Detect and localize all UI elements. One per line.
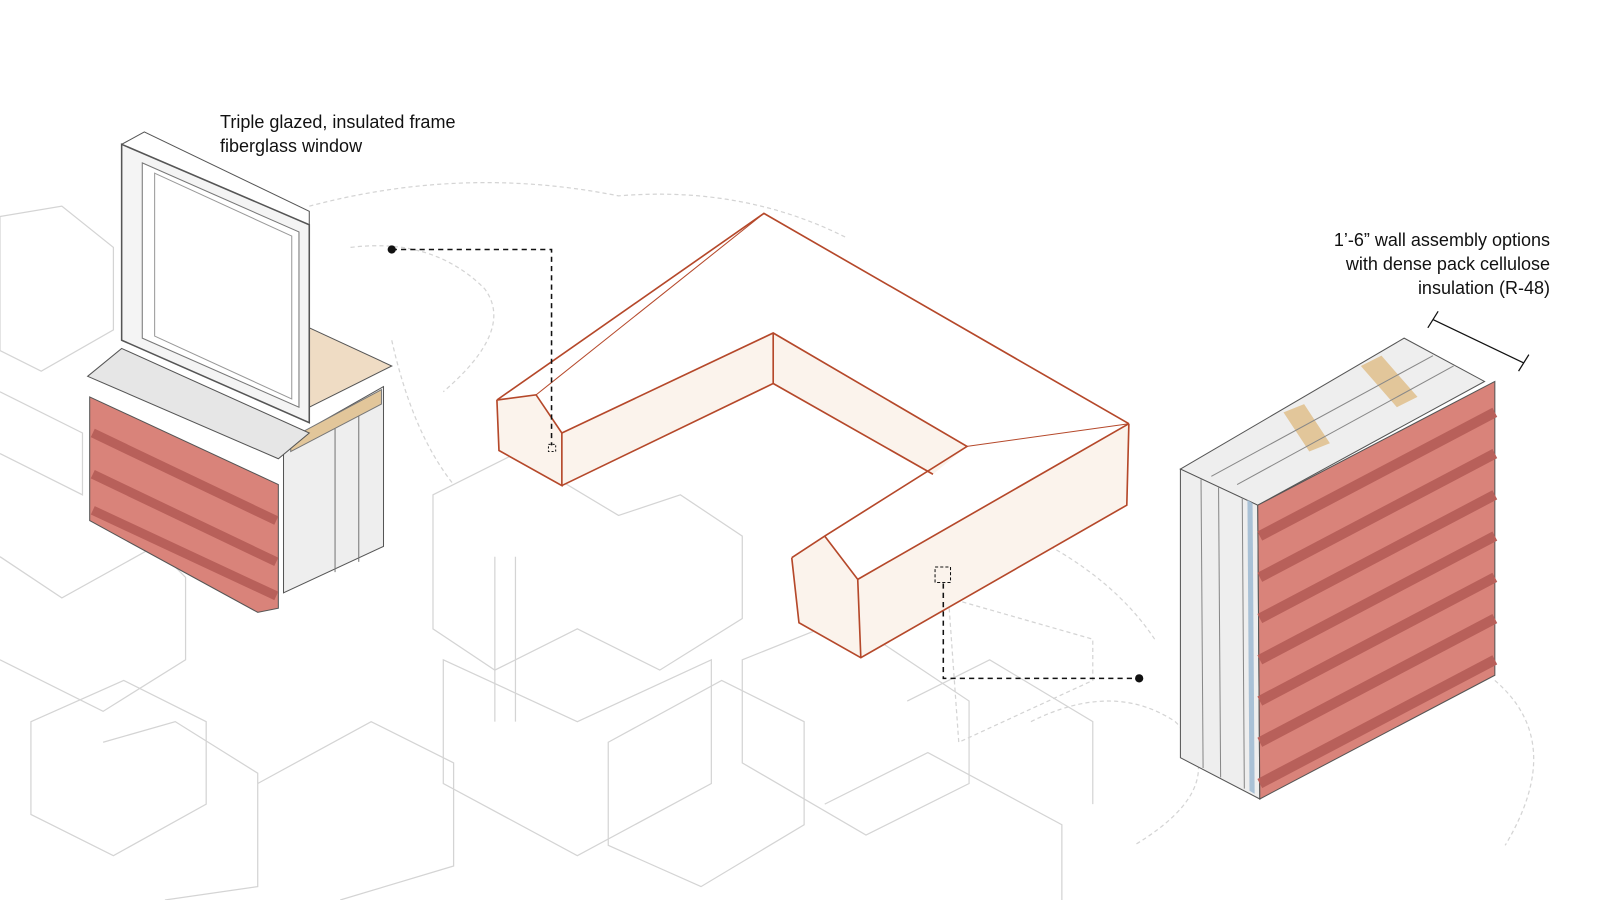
wall-assembly-detail	[1179, 311, 1530, 800]
window-annotation-line2: fiberglass window	[220, 136, 363, 156]
window-annotation: Triple glazed, insulated frame fiberglas…	[220, 110, 455, 158]
wall-annotation-line3: insulation (R-48)	[1417, 278, 1550, 298]
window-detail	[86, 131, 393, 613]
u-shaped-building	[496, 212, 1130, 659]
context-buildings	[0, 182, 1535, 900]
wall-annotation: 1’-6” wall assembly options with dense p…	[1334, 228, 1550, 300]
wall-annotation-line1: 1’-6” wall assembly options	[1333, 230, 1550, 250]
leader-dot-window	[387, 245, 396, 254]
leader-lines	[391, 248, 1140, 680]
leader-dot-wall	[1135, 674, 1144, 683]
window-annotation-line1: Triple glazed, insulated frame	[220, 112, 456, 132]
wall-annotation-line2: with dense pack cellulose	[1345, 254, 1550, 274]
